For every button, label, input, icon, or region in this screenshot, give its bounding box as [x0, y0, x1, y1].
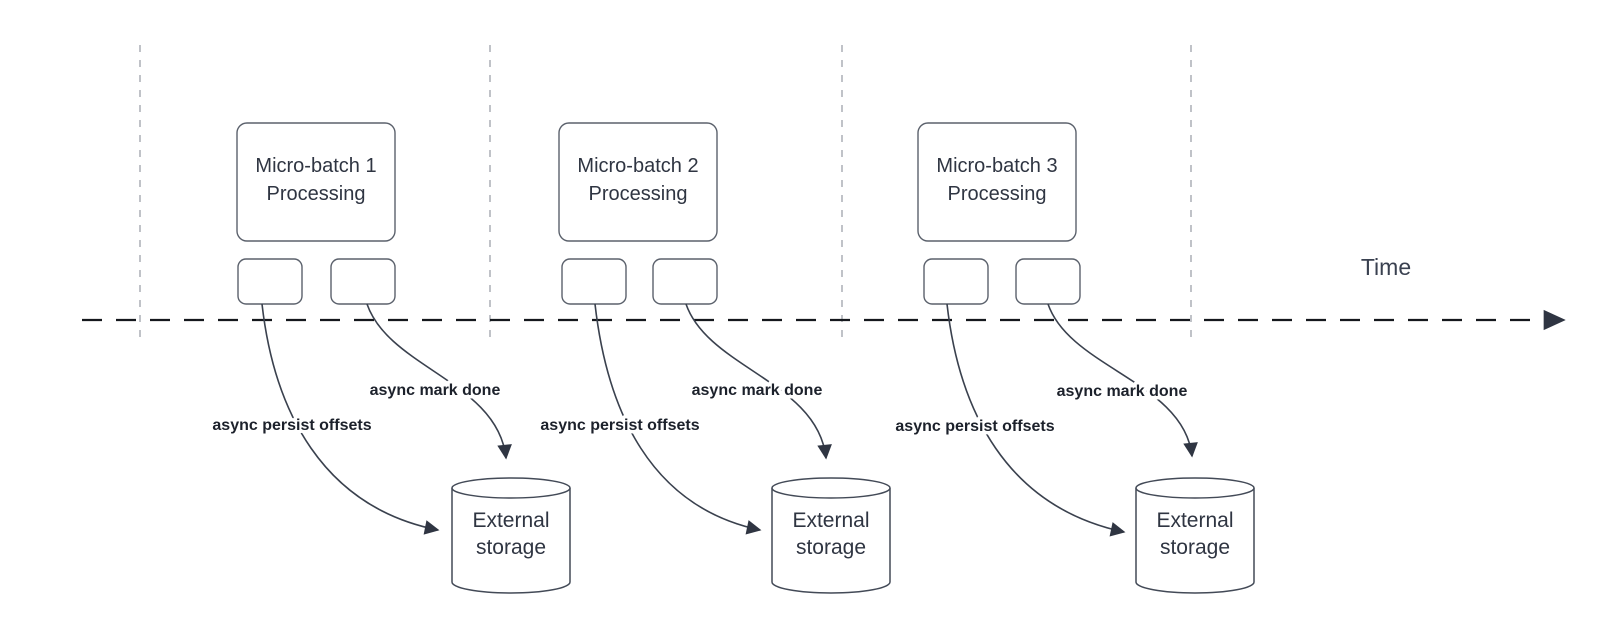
- microbatch-group-2: Micro-batch 2 Processing async persist o…: [537, 122, 891, 594]
- mark-done-label: async mark done: [370, 382, 501, 399]
- time-label: Time: [1361, 254, 1411, 280]
- persist-offsets-label: async persist offsets: [895, 418, 1054, 435]
- cylinder-top: [771, 477, 891, 499]
- processing-box-label-line2: Processing: [267, 183, 366, 205]
- persist-offsets-label: async persist offsets: [212, 417, 371, 434]
- persist-offsets-arrow: [946, 303, 1126, 537]
- mark-done-arrow: [1047, 303, 1198, 458]
- external-storage-cylinder: External storage: [1135, 477, 1255, 594]
- persist-offsets-task-box: [923, 258, 989, 305]
- processing-box: [236, 122, 396, 242]
- persist-offsets-task-box: [237, 258, 303, 305]
- mark-done-arrow: [366, 303, 512, 460]
- cylinder-top: [1135, 477, 1255, 499]
- processing-box-label-line1: Micro-batch 3: [936, 155, 1057, 177]
- external-storage-cylinder: External storage: [451, 477, 571, 594]
- external-storage-label-line2: storage: [1160, 536, 1230, 559]
- processing-box: [917, 122, 1077, 242]
- mark-done-label: async mark done: [692, 382, 823, 399]
- mark-done-task-box: [1015, 258, 1081, 305]
- processing-box-label-line1: Micro-batch 2: [577, 155, 698, 177]
- processing-box: [558, 122, 718, 242]
- processing-box-label-line1: Micro-batch 1: [255, 155, 376, 177]
- mark-done-task-box: [330, 258, 396, 305]
- cylinder-body: [451, 488, 571, 594]
- processing-box-label-line2: Processing: [589, 183, 688, 205]
- external-storage-label-line1: External: [472, 509, 549, 532]
- external-storage-cylinder: External storage: [771, 477, 891, 594]
- external-storage-label-line1: External: [1156, 509, 1233, 532]
- cylinder-top: [451, 477, 571, 499]
- external-storage-label-line1: External: [792, 509, 869, 532]
- cylinder-body: [1135, 488, 1255, 594]
- persist-offsets-label: async persist offsets: [540, 417, 699, 434]
- external-storage-label-line2: storage: [476, 536, 546, 559]
- microbatch-group-1: Micro-batch 1 Processing async persist o…: [209, 122, 571, 594]
- cylinder-body: [771, 488, 891, 594]
- mark-done-task-box: [652, 258, 718, 305]
- mark-done-label: async mark done: [1057, 383, 1188, 400]
- persist-offsets-task-box: [561, 258, 627, 305]
- microbatch-group-3: Micro-batch 3 Processing async persist o…: [892, 122, 1255, 594]
- mark-done-arrow: [685, 303, 832, 460]
- persist-offsets-arrow: [261, 303, 440, 535]
- external-storage-label-line2: storage: [796, 536, 866, 559]
- processing-box-label-line2: Processing: [948, 183, 1047, 205]
- persist-offsets-arrow: [594, 303, 762, 535]
